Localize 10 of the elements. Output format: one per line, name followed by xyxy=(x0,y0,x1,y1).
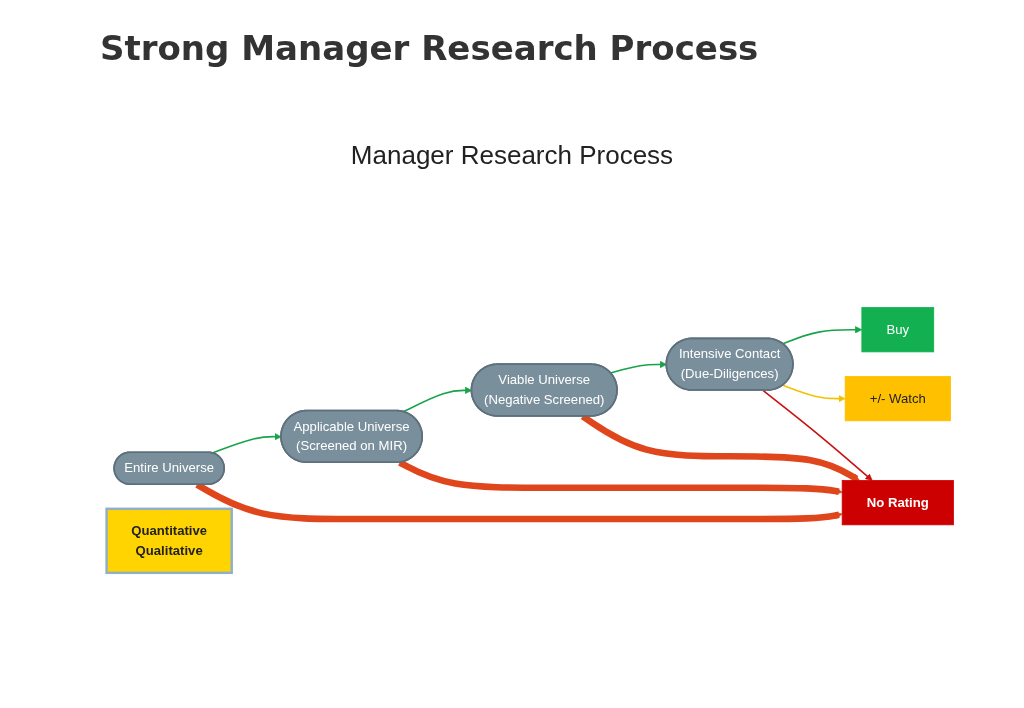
diagram-heading: Manager Research Process xyxy=(350,140,674,171)
arrow xyxy=(762,389,873,481)
node-box: No Rating xyxy=(841,479,954,526)
arrow xyxy=(782,325,863,345)
arrow xyxy=(782,384,846,403)
node-box: Buy xyxy=(861,306,935,353)
node-box: Quantitative Qualitative xyxy=(105,507,233,574)
arrow xyxy=(398,459,843,495)
node-box: +/- Watch xyxy=(844,375,951,422)
page-title: Strong Manager Research Process xyxy=(100,28,759,68)
